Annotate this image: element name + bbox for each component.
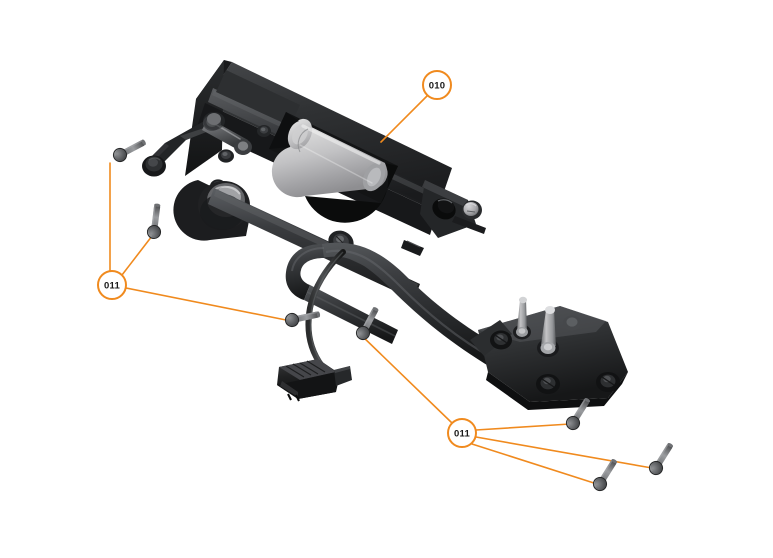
bolt-lower-right-3[interactable] — [646, 439, 678, 478]
callout-011-left[interactable]: 011 — [97, 270, 127, 300]
leader-010 — [380, 95, 428, 143]
leader-011-r-d — [471, 443, 598, 485]
plate-boss-b — [218, 149, 234, 163]
harness-connector[interactable] — [277, 359, 352, 402]
bracket-hole-lower-left — [536, 374, 560, 394]
plate-mount-boss-right — [420, 180, 486, 238]
bolt-left-vertical[interactable] — [145, 202, 165, 241]
bracket-hole-upper-right — [563, 315, 581, 331]
bolt-lower-right-2[interactable] — [590, 455, 622, 494]
motor-bracket-plate — [185, 60, 486, 256]
wiper-motor-and-linkage-assembly[interactable] — [142, 60, 628, 410]
bolt-upper-left[interactable] — [110, 134, 150, 165]
callout-011-right-circle[interactable] — [447, 418, 477, 448]
leader-011-l-c — [125, 287, 287, 321]
leader-lines — [109, 95, 653, 485]
bracket-hole-upper-left — [490, 330, 512, 350]
callout-011-right[interactable]: 011 — [447, 418, 477, 448]
callout-011-right-label: 011 — [454, 429, 470, 440]
mounting-tab-left — [142, 120, 214, 177]
pivot-post-b — [537, 306, 559, 357]
callout-010-label: 010 — [429, 81, 445, 92]
bolt-center[interactable] — [283, 306, 323, 329]
callout-010-circle[interactable] — [422, 70, 452, 100]
callout-011-left-circle[interactable] — [97, 270, 127, 300]
leader-011-r-c — [475, 436, 653, 469]
leader-011-r-a — [359, 333, 453, 424]
plate-boss-a — [257, 125, 271, 137]
pivot-bracket-right — [470, 296, 628, 410]
pivot-post-a — [513, 296, 531, 340]
right-bushing — [462, 200, 482, 220]
crank-arm — [202, 112, 252, 155]
callout-010[interactable]: 010 — [422, 70, 452, 100]
callout-011-left-label: 011 — [104, 281, 120, 292]
bracket-hole-lower-right — [596, 372, 620, 392]
leader-011-r-b — [475, 423, 571, 431]
wiper-motor-body — [271, 118, 388, 198]
linkage-tube-arm — [208, 188, 505, 368]
leader-011-l-b — [121, 235, 153, 276]
